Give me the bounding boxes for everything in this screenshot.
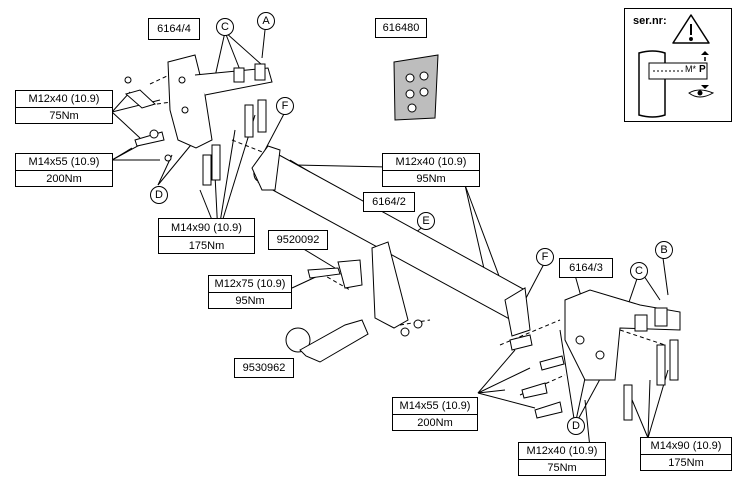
bolt-size: M12x75 (10.9) bbox=[214, 278, 286, 290]
bolt-torque: 200Nm bbox=[16, 170, 112, 187]
callout-c: C bbox=[630, 262, 648, 280]
bolt-spec: M12x75 (10.9) 95Nm bbox=[208, 275, 292, 309]
serial-plate-illustration bbox=[638, 14, 715, 118]
bolt-size: M12x40 (10.9) bbox=[526, 445, 598, 457]
bolt-torque: 175Nm bbox=[159, 236, 254, 254]
part-number-ball-mount: 9520092 bbox=[268, 230, 328, 250]
bolt-spec: M12x40 (10.9) 75Nm bbox=[15, 90, 113, 124]
callout-c: C bbox=[216, 18, 234, 36]
serial-number-panel: ser.nr: M* P bbox=[624, 8, 732, 122]
bolt-spec: M14x90 (10.9) 175Nm bbox=[158, 218, 255, 254]
bolt-torque: 75Nm bbox=[519, 459, 605, 476]
bolt-torque: 95Nm bbox=[383, 170, 479, 187]
plate-letter: P bbox=[699, 64, 706, 75]
callout-d: D bbox=[567, 417, 585, 435]
bolt-torque: 95Nm bbox=[209, 292, 291, 309]
bolt-size: M14x55 (10.9) bbox=[399, 400, 471, 412]
bolt-spec: M14x90 (10.9) 175Nm bbox=[640, 437, 732, 471]
part-number-crossbar: 6164/2 bbox=[363, 192, 415, 212]
bolt-spec: M14x55 (10.9) 200Nm bbox=[392, 397, 478, 431]
bolt-spec: M12x40 (10.9) 75Nm bbox=[518, 442, 606, 476]
bolt-size: M12x40 (10.9) bbox=[28, 93, 100, 105]
callout-f: F bbox=[536, 248, 554, 266]
part-number-right-bracket: 6164/3 bbox=[559, 258, 613, 278]
callout-a: A bbox=[257, 12, 275, 30]
bolt-torque: 75Nm bbox=[16, 107, 112, 124]
callout-d: D bbox=[150, 186, 168, 204]
plate-mark: M* bbox=[685, 64, 696, 74]
part-number-left-bracket: 6164/4 bbox=[148, 18, 200, 40]
part-number-tow-ball: 9530962 bbox=[234, 358, 294, 378]
bolt-torque: 200Nm bbox=[393, 414, 477, 431]
callout-e: E bbox=[417, 212, 435, 230]
callout-b: B bbox=[655, 241, 673, 259]
bolt-size: M14x55 (10.9) bbox=[28, 156, 100, 168]
serial-number-label: ser.nr: bbox=[633, 15, 667, 27]
bolt-size: M14x90 (10.9) bbox=[171, 221, 242, 234]
bolt-torque: 175Nm bbox=[641, 454, 731, 471]
callout-f: F bbox=[276, 97, 294, 115]
bolt-size: M14x90 (10.9) bbox=[650, 440, 722, 452]
bolt-size: M12x40 (10.9) bbox=[395, 156, 467, 168]
part-number-wiring: 616480 bbox=[375, 18, 427, 38]
bolt-spec: M14x55 (10.9) 200Nm bbox=[15, 153, 113, 187]
bolt-spec: M12x40 (10.9) 95Nm bbox=[382, 153, 480, 187]
